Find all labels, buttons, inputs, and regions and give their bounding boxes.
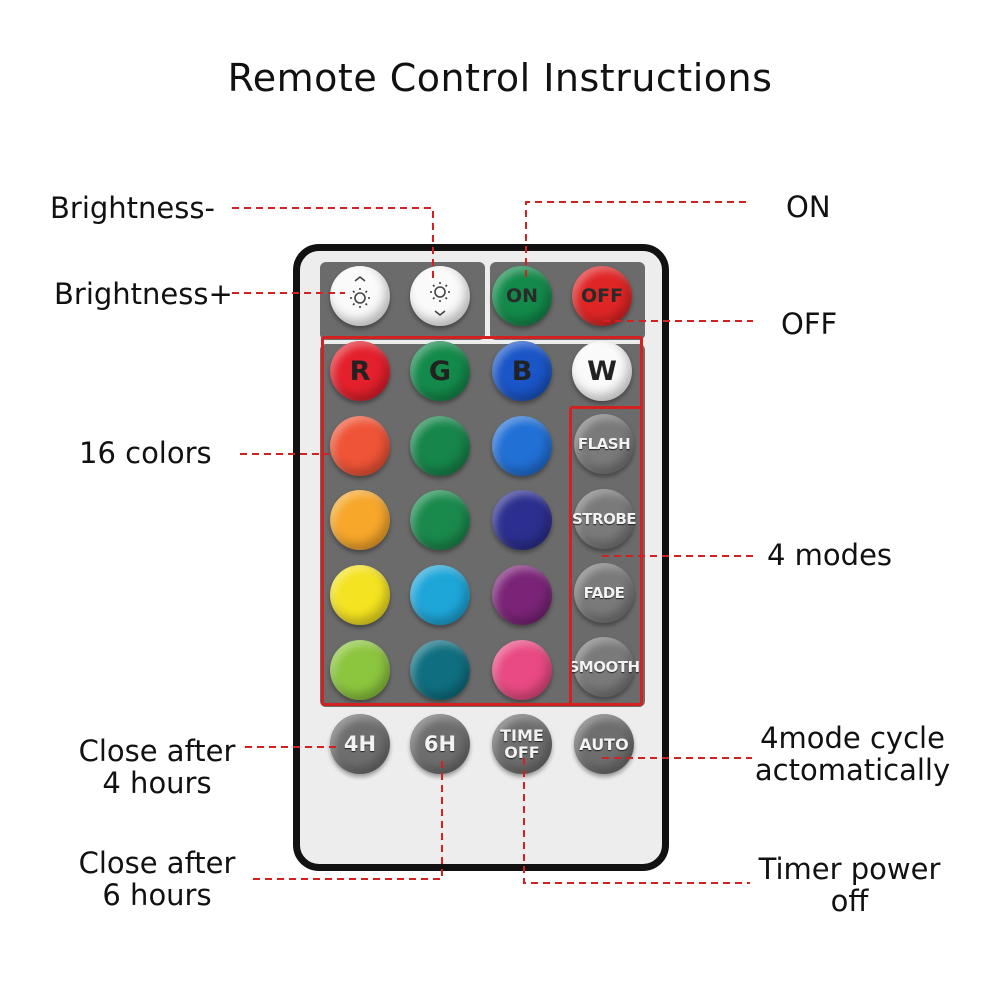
on-button[interactable]: ON [492, 266, 552, 326]
strobe-button-label: STROBE [571, 510, 637, 528]
time-off-button[interactable]: TIME OFF [492, 714, 552, 774]
auto-button-label: AUTO [579, 734, 629, 754]
on-label: ON [786, 190, 831, 224]
mode-cycle-line1: 4mode cycle [760, 721, 945, 755]
color-button-indigo[interactable] [492, 490, 552, 550]
smooth-button[interactable]: SMOOTH [568, 637, 640, 697]
leader-timer [523, 758, 750, 884]
color-button-yellow[interactable] [330, 565, 390, 625]
six-hour-button-label: 6H [423, 732, 457, 756]
close-6h-line1: Close after [78, 846, 236, 880]
auto-button[interactable]: AUTO [574, 714, 634, 774]
off-button[interactable]: OFF [572, 266, 632, 326]
leader-on [525, 201, 746, 278]
brightness-minus-label: Brightness- [50, 191, 215, 225]
strobe-button[interactable]: STROBE [571, 489, 637, 549]
white-button-label: W [587, 355, 617, 387]
brightness-plus-label: Brightness+ [54, 277, 233, 311]
smooth-button-label: SMOOTH [568, 658, 640, 676]
white-button[interactable]: W [572, 341, 632, 401]
close-6h-line2: 6 hours [102, 878, 212, 912]
mode-cycle-label: 4mode cycle actomatically [740, 722, 965, 786]
sixteen-colors-label: 16 colors [79, 436, 212, 470]
flash-button-label: FLASH [577, 435, 631, 453]
flash-button[interactable]: FLASH [574, 414, 634, 474]
color-button-orange-red[interactable] [330, 416, 390, 476]
timer-power-off-label: Timer power off [747, 853, 952, 917]
color-button-orange[interactable] [330, 490, 390, 550]
color-button-sky-blue[interactable] [410, 565, 470, 625]
fade-button-label: FADE [583, 584, 625, 602]
brightness-minus-button[interactable] [410, 266, 470, 326]
on-button-label: ON [505, 285, 539, 307]
close-4h-line1: Close after [78, 734, 236, 768]
timer-line2: off [830, 884, 869, 918]
color-button-lime[interactable] [330, 640, 390, 700]
brightness-up-icon [350, 275, 370, 308]
time-off-label-line1: TIME [500, 726, 544, 745]
red-button[interactable]: R [330, 341, 390, 401]
blue-button-label: B [511, 355, 533, 387]
color-button-purple[interactable] [492, 565, 552, 625]
close-4h-line2: 4 hours [102, 766, 212, 800]
green-button-label: G [428, 355, 452, 387]
color-button-green[interactable] [410, 416, 470, 476]
off-button-label: OFF [580, 285, 624, 307]
page-title: Remote Control Instructions [227, 56, 773, 100]
green-button[interactable]: G [410, 341, 470, 401]
leader-close-6h [253, 758, 443, 880]
timer-line1: Timer power [758, 852, 941, 886]
six-hour-button[interactable]: 6H [410, 714, 470, 774]
off-label: OFF [781, 307, 838, 341]
color-button-green-2[interactable] [410, 490, 470, 550]
color-button-blue[interactable] [492, 416, 552, 476]
color-button-pink[interactable] [492, 640, 552, 700]
close-after-4-hours-label: Close after 4 hours [67, 735, 247, 799]
red-button-label: R [349, 355, 371, 387]
four-hour-button[interactable]: 4H [330, 714, 390, 774]
fade-button[interactable]: FADE [574, 563, 634, 623]
brightness-down-icon [430, 282, 450, 317]
four-modes-label: 4 modes [767, 538, 893, 572]
color-button-teal[interactable] [410, 640, 470, 700]
four-hour-button-label: 4H [343, 732, 377, 756]
mode-cycle-line2: actomatically [754, 753, 951, 787]
brightness-plus-button[interactable] [330, 266, 390, 326]
time-off-label-line2: OFF [504, 743, 540, 762]
leader-brightness-minus [232, 207, 434, 278]
blue-button[interactable]: B [492, 341, 552, 401]
close-after-6-hours-label: Close after 6 hours [67, 847, 247, 911]
